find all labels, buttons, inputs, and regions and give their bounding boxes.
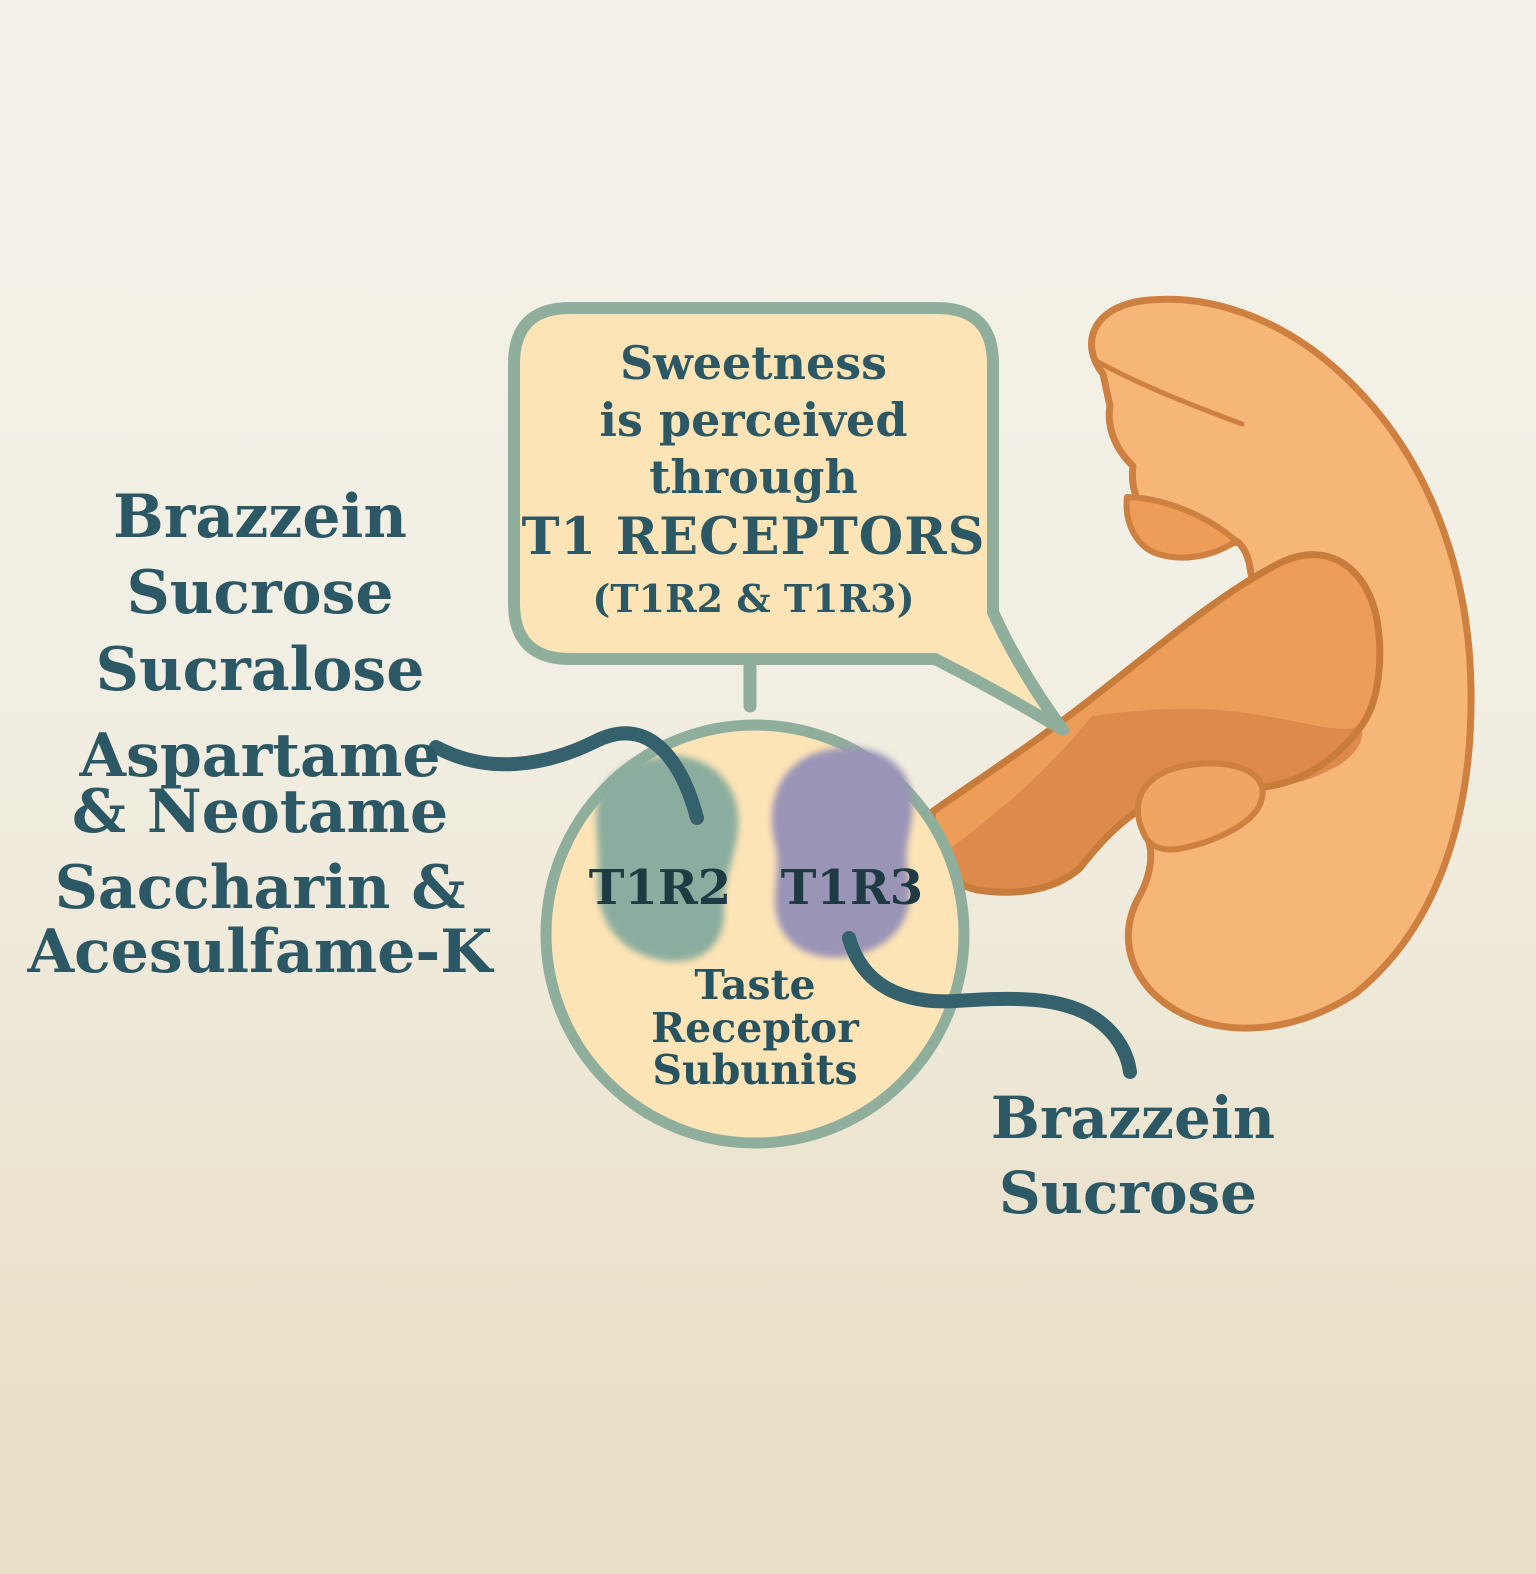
left-sweetener-saccharin: Saccharin & (54, 853, 466, 923)
tongue-fold-underside (1123, 494, 1239, 561)
tongue-fold-bump (1135, 760, 1266, 853)
left-sweetener-neotame: & Neotame (71, 777, 449, 847)
bubble-line-1: Sweetness (619, 336, 888, 390)
speech-bubble-group (508, 302, 1069, 736)
speech-bubble (508, 302, 1069, 736)
connector-right-sweeteners (842, 931, 1137, 1079)
left-sweetener-acesulfame: Acesulfame-K (27, 917, 493, 987)
circle-caption-line-1: Taste (694, 961, 816, 1009)
t1r3-blob (771, 747, 913, 958)
left-sweetener-sucrose: Sucrose (126, 558, 394, 628)
t1r3-label: T1R3 (780, 860, 924, 916)
bubble-line-receptors: T1 RECEPTORS (521, 507, 986, 567)
bubble-line-receptor-names: (T1R2 & T1R3) (592, 576, 915, 621)
bubble-line-2: is perceived (599, 393, 908, 447)
circle-caption-line-2: Receptor (651, 1004, 859, 1052)
bubble-line-3: through (649, 450, 858, 504)
right-sweetener-sucrose: Sucrose (998, 1159, 1258, 1227)
left-sweetener-aspartame: Aspartame (79, 721, 441, 791)
right-sweetener-brazzein: Brazzein (990, 1084, 1276, 1152)
circle-caption-line-3: Subunits (652, 1046, 858, 1094)
connector-left-sweeteners (429, 726, 704, 825)
t1r2-blob (596, 755, 739, 962)
tongue-crease-line (1095, 359, 1245, 427)
tongue-tip-band-outline (928, 551, 1384, 896)
t1r2-label: T1R2 (588, 860, 732, 916)
left-sweetener-sucralose: Sucralose (95, 635, 425, 705)
left-sweetener-brazzein: Brazzein (113, 482, 407, 552)
tongue-illustration (928, 295, 1475, 1032)
